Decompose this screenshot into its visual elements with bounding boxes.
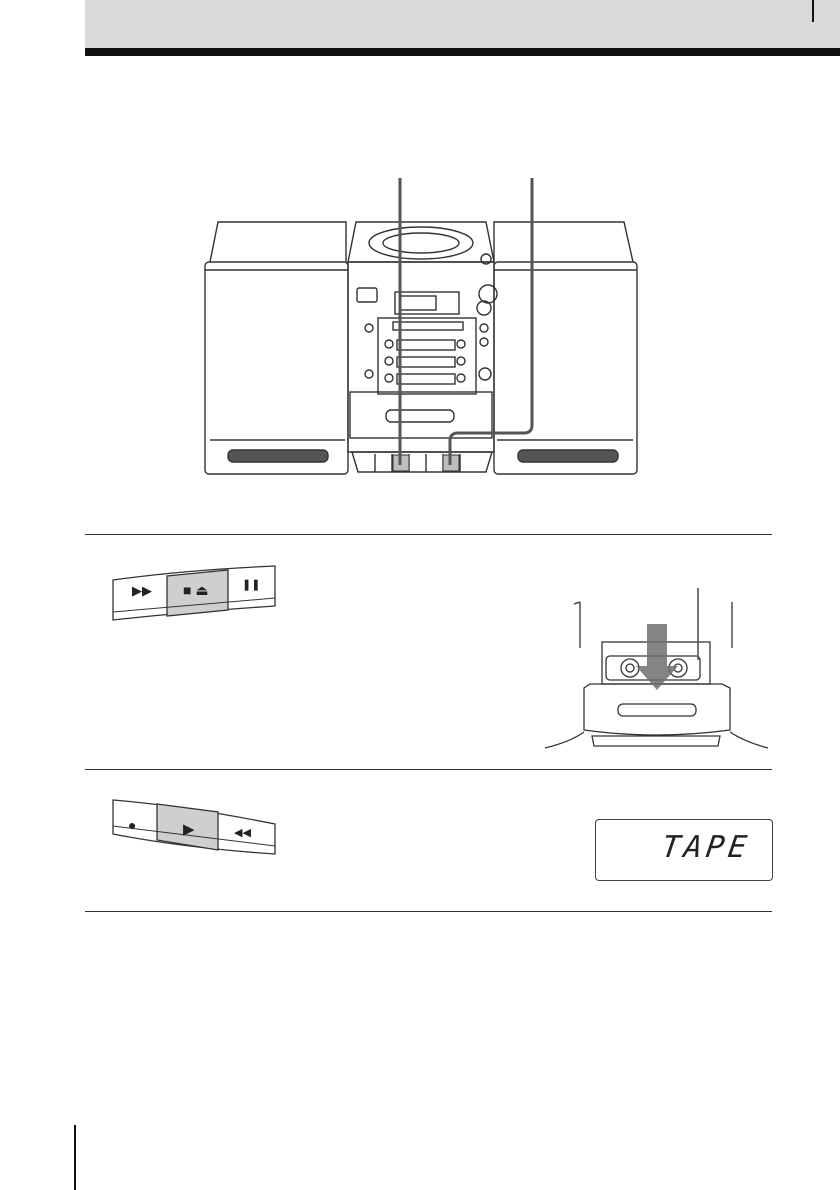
display-text: TAPE (659, 830, 752, 865)
step-divider-2 (85, 769, 772, 770)
stereo-system-illustration (0, 0, 840, 500)
margin-line (74, 1125, 76, 1190)
step-divider-3 (85, 911, 772, 912)
rewind-icon: ◀◀ (234, 826, 251, 839)
stop-eject-icon: ■ ⏏ (183, 582, 209, 599)
play-icon: ▶ (183, 820, 195, 838)
record-icon: ● (128, 817, 136, 833)
display-window: TAPE (595, 819, 773, 881)
step-divider-1 (85, 534, 772, 535)
fast-forward-icon: ▶▶ (132, 583, 152, 599)
pause-icon: ❚❚ (242, 578, 260, 591)
cassette-insertion-illustration (540, 580, 780, 760)
